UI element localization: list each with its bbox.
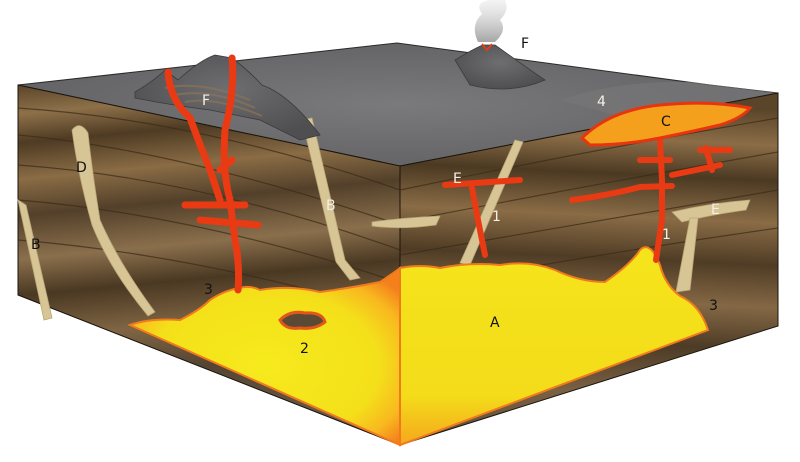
- dike-right-1: [675, 217, 699, 293]
- label-2: 2: [300, 341, 309, 357]
- dike-left-edge: [17, 199, 53, 321]
- right-volcano: [454, 44, 546, 90]
- laccolith-C: [579, 101, 753, 147]
- label-E-left: E: [453, 171, 462, 187]
- label-1-right: 1: [662, 227, 671, 243]
- label-3-right: 3: [709, 298, 718, 314]
- label-B-mid: B: [326, 198, 336, 214]
- smoke-plume: [474, 0, 507, 42]
- label-3-left: 3: [204, 282, 213, 298]
- surface-ridge: [560, 81, 778, 122]
- pipe-D: [71, 125, 156, 317]
- label-C: C: [661, 114, 671, 130]
- dike-mid: [301, 117, 361, 281]
- label-D: D: [76, 160, 87, 176]
- label-1-left: 1: [492, 209, 501, 225]
- dikes: [17, 117, 751, 321]
- label-E-right: E: [711, 202, 720, 218]
- label-B-left: B: [31, 237, 41, 253]
- magma-chamber-left: [127, 265, 401, 447]
- lava-conduits-right: [442, 137, 733, 263]
- label-4: 4: [597, 94, 606, 110]
- sill-left-face: [371, 215, 441, 229]
- magma-chamber-right: [399, 246, 710, 447]
- label-F-right: F: [521, 36, 529, 52]
- right-volcano-vent: [481, 43, 493, 52]
- label-F-left: F: [202, 93, 210, 109]
- lava-conduits-left: [164, 54, 262, 294]
- label-A: A: [490, 315, 500, 331]
- xenolith: [278, 310, 327, 330]
